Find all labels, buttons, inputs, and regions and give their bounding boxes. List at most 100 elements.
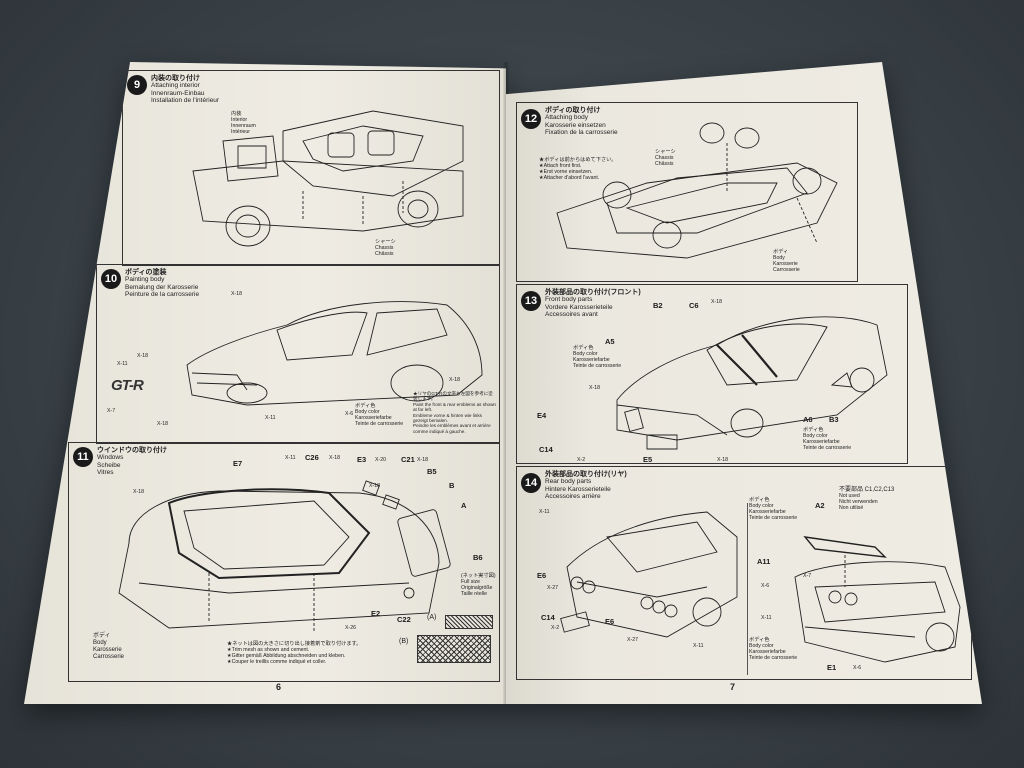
note-de: ★Erst vorne einsetzen. — [539, 169, 593, 175]
part-label-c14: C14 — [539, 445, 553, 454]
step-10-panel: 10 ボディの塗装 Painting body Bemalung der Kar… — [96, 264, 500, 444]
title-fr: Installation de l'intérieur — [151, 97, 220, 105]
callout-de: Châssis — [375, 251, 394, 257]
body-color-callout-b: ボディ色 Body color Karosseriefarbe Teinte d… — [803, 427, 851, 451]
part-label-e2: E2 — [371, 609, 381, 618]
part-label-b5: B5 — [427, 467, 437, 476]
title-jp: 外装部品の取り付け(リヤ) — [545, 471, 627, 478]
callout-fr: Teinte de carrosserie — [355, 421, 404, 427]
callout-jp: ボディ — [773, 249, 789, 255]
step-title: ボディの塗装 Painting body Bemalung der Kaross… — [125, 269, 199, 299]
full-size-callout: (ネット実寸図) Full size Originalgröße Taille … — [461, 573, 496, 597]
part-label-x20: X-20 — [375, 457, 386, 463]
callout-de: Karosseriefarbe — [355, 415, 392, 421]
part-label-x18: X-18 — [157, 421, 168, 427]
mesh-a-label: (A) — [427, 614, 437, 621]
title-fr: Fixation de la carrosserie — [545, 129, 618, 137]
callout-de: Innenraum — [231, 123, 256, 129]
step-11-panel: 11 ウインドウの取り付け Windows Scheibe Vitres E7 … — [68, 442, 500, 682]
title-fr: Peinture de la carrosserie — [125, 291, 200, 299]
chassis-callout: シャーシ Chassis Châssis — [655, 149, 676, 167]
chassis-callout: シャーシ Chassis Châssis — [375, 239, 396, 257]
window-installation-drawing — [109, 473, 469, 633]
callout-jp: ボディ色 — [573, 345, 594, 351]
part-label-e1: E1 — [827, 663, 837, 672]
rear-parts-drawing-left — [557, 497, 743, 647]
note-de: Embleme vorne & hinten wie links gezeigt… — [413, 412, 482, 424]
callout-de: Karosseriefarbe — [749, 509, 786, 515]
callout-jp: ボディ — [93, 633, 111, 639]
part-label-c26: C26 — [305, 453, 319, 462]
callout-fr: Teinte de carrosserie — [803, 445, 852, 451]
title-jp: 内装の取り付け — [151, 75, 200, 82]
part-label-a2: A2 — [815, 501, 825, 510]
step-14-panel: 14 外装部品の取り付け(リヤ) Rear body parts Hintere… — [516, 466, 972, 680]
part-label-e6: E6 — [605, 617, 615, 626]
unused-fr: Non utilisé — [839, 505, 864, 511]
title-jp: ウインドウの取り付け — [97, 447, 167, 454]
emblem-note: ★リヤのGT-Rの文字も左図を参考に塗装します。 Paint the front… — [413, 391, 497, 434]
part-label-b6: B6 — [473, 553, 483, 562]
part-label-x11: X-11 — [539, 509, 550, 515]
part-label-a: A — [461, 501, 467, 510]
title-jp: ボディの塗装 — [125, 269, 167, 276]
callout-en: Full size — [461, 579, 481, 585]
callout-en: Body color — [803, 433, 828, 439]
note-fr: ★Attacher d'abord l'avant. — [539, 175, 600, 181]
part-label-x2: X-2 — [551, 625, 560, 631]
callout-fr: Intérieur — [231, 129, 251, 135]
step-title: ボディの取り付け Attaching body Karosserie einse… — [545, 107, 618, 137]
note-en: ★Attach front first. — [539, 163, 582, 169]
left-page: 9 内装の取り付け Attaching interior Innenraum-E… — [24, 62, 506, 704]
callout-en: Body color — [355, 409, 380, 415]
note-fr: Peindre les emblèmes avant et arrière co… — [413, 423, 491, 434]
callout-en: Chassis — [375, 245, 394, 251]
callout-de: Karosserie — [773, 261, 798, 267]
callout-en: Body — [773, 255, 785, 261]
part-label-a11: A11 — [757, 557, 771, 566]
note-en: ★Trim mesh as shown and cement. — [227, 647, 310, 653]
step-number: 13 — [521, 291, 541, 311]
title-fr: Accessoires arrière — [545, 493, 601, 501]
part-label-x26: X-26 — [345, 625, 356, 631]
page-number: 7 — [730, 682, 736, 692]
title-de: Bemalung der Karosserie — [125, 283, 199, 291]
body-color-callout: ボディ色 Body color Karosseriefarbe Teinte d… — [355, 403, 403, 427]
title-de: Scheibe — [97, 461, 121, 469]
title-de: Innenraum-Einbau — [151, 89, 205, 97]
title-en: Attaching interior — [151, 82, 200, 90]
part-label-x18: X-18 — [717, 457, 728, 463]
front-parts-drawing — [597, 305, 897, 455]
step-9-panel: 9 内装の取り付け Attaching interior Innenraum-E… — [122, 70, 500, 266]
body-callout: ボディ Body Karosserie Carrosserie — [773, 249, 800, 273]
part-label-x27: X-27 — [627, 637, 638, 643]
step-number: 11 — [73, 447, 93, 467]
callout-en: Body color — [749, 503, 774, 509]
car-body-side-drawing — [177, 295, 487, 405]
note-fr: ★Couper le treillis comme indiqué et col… — [227, 659, 327, 665]
page-number: 6 — [276, 682, 282, 692]
mesh-a-swatch — [445, 615, 493, 629]
part-label-x11: X-11 — [693, 643, 704, 649]
callout-de: Karosserie — [93, 647, 122, 653]
callout-fr: Carrosserie — [773, 267, 800, 273]
part-label-x11: X-11 — [117, 361, 128, 367]
part-label-b: B — [449, 481, 455, 490]
part-label-x11: X-11 — [761, 615, 772, 621]
unused-parts-list: 不要部品 C1,C2,C13 — [839, 487, 895, 493]
callout-en: Body — [93, 640, 107, 646]
callout-jp: シャーシ — [655, 149, 676, 155]
gtr-emblem: GT-R — [111, 377, 144, 394]
callout-fr: Taille réelle — [461, 591, 487, 597]
part-label-x18: X-18 — [449, 377, 460, 383]
note-en: Paint the front & rear emblems as shown … — [413, 401, 496, 413]
body-color-callout-a: ボディ色 Body color Karosseriefarbe Teinte d… — [749, 497, 797, 521]
part-label-e6: E6 — [537, 571, 547, 580]
callout-en: Interior — [231, 117, 248, 123]
callout-fr: Carrosserie — [93, 654, 125, 660]
part-label-c14: C14 — [541, 613, 555, 622]
mesh-b-label: (B) — [399, 638, 409, 645]
callout-jp: 内装 — [231, 111, 242, 117]
callout-fr: Teinte de carrosserie — [749, 515, 798, 521]
unused-en: Not used — [839, 493, 860, 499]
